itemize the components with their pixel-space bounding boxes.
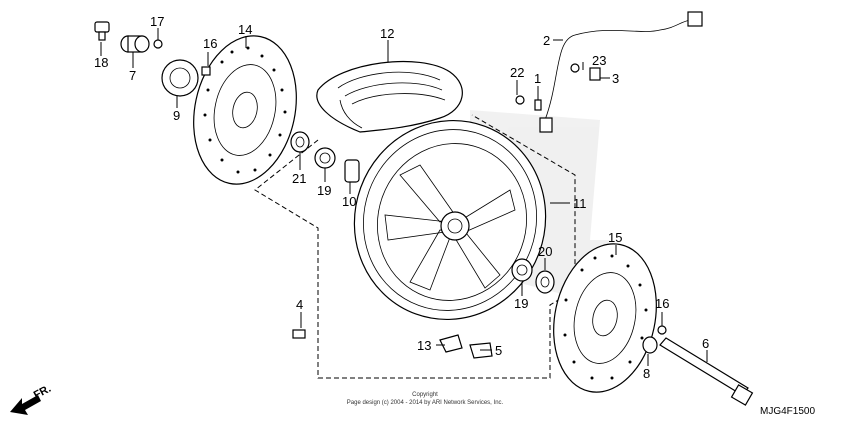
small-parts: [94, 11, 754, 406]
callout-15: 15: [608, 230, 622, 245]
callout-3: 3: [612, 71, 619, 86]
assembly-boundary: [254, 114, 576, 379]
callout-13: 13: [417, 338, 431, 353]
callout-9: 9: [173, 108, 180, 123]
direction-label: FR.: [32, 383, 53, 402]
callout-16-left: 16: [203, 36, 217, 51]
callout-11: 11: [573, 196, 587, 211]
callout-14: 14: [238, 22, 252, 37]
callout-18: 18: [94, 55, 108, 70]
callout-22: 22: [510, 65, 524, 80]
callout-19-right: 19: [514, 296, 528, 311]
front-direction-arrow: FR.: [10, 383, 53, 415]
callout-2: 2: [543, 33, 550, 48]
left-brake-disc: [193, 35, 297, 185]
callout-12: 12: [380, 26, 394, 41]
callout-16-right: 16: [655, 296, 669, 311]
callout-6: 6: [702, 336, 709, 351]
copyright-line-1: Copyright: [412, 392, 438, 398]
callout-8: 8: [643, 366, 650, 381]
callout-21: 21: [292, 171, 306, 186]
right-brake-disc: [553, 243, 657, 393]
callout-1: 1: [534, 71, 541, 86]
callout-5: 5: [495, 343, 502, 358]
callout-19-left: 19: [317, 183, 331, 198]
wheel-rim: [353, 119, 547, 321]
callout-4: 4: [296, 297, 303, 312]
callout-17: 17: [150, 14, 164, 29]
callout-7: 7: [129, 68, 136, 83]
tire: [316, 60, 463, 133]
callout-20: 20: [538, 244, 552, 259]
callout-23: 23: [592, 53, 606, 68]
copyright-line-2: Page design (c) 2004 - 2014 by ARI Netwo…: [347, 400, 504, 406]
diagram-code: MJG4F1500: [760, 406, 815, 417]
leader-lines: [100, 28, 708, 366]
callouts: 18 7 17 9 16 14 12 2 23 3 22 1 21 19 10 …: [94, 14, 709, 381]
callout-10: 10: [342, 194, 356, 209]
